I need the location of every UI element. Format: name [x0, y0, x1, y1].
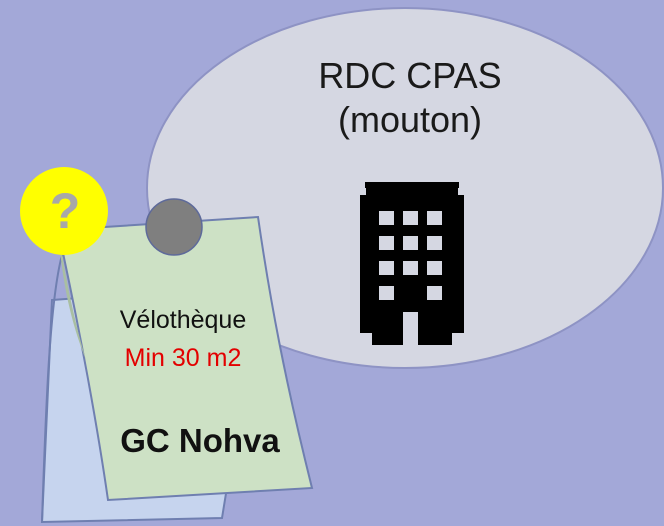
note-owner: GC Nohva: [120, 422, 280, 459]
location-title-line1: RDC CPAS: [318, 55, 502, 96]
location-title: RDC CPAS (mouton): [300, 54, 520, 142]
note-title: Vélothèque: [119, 306, 247, 334]
note-front-page: [56, 215, 314, 502]
location-title-line2: (mouton): [337, 99, 483, 140]
pushpin-icon: [145, 198, 203, 256]
question-icon: [20, 167, 108, 255]
note-requirement: Min 30 m2: [124, 344, 242, 372]
question-mark-symbol: ?: [49, 183, 81, 239]
note-back-curl: [41, 254, 63, 523]
building-icon: [360, 182, 464, 345]
